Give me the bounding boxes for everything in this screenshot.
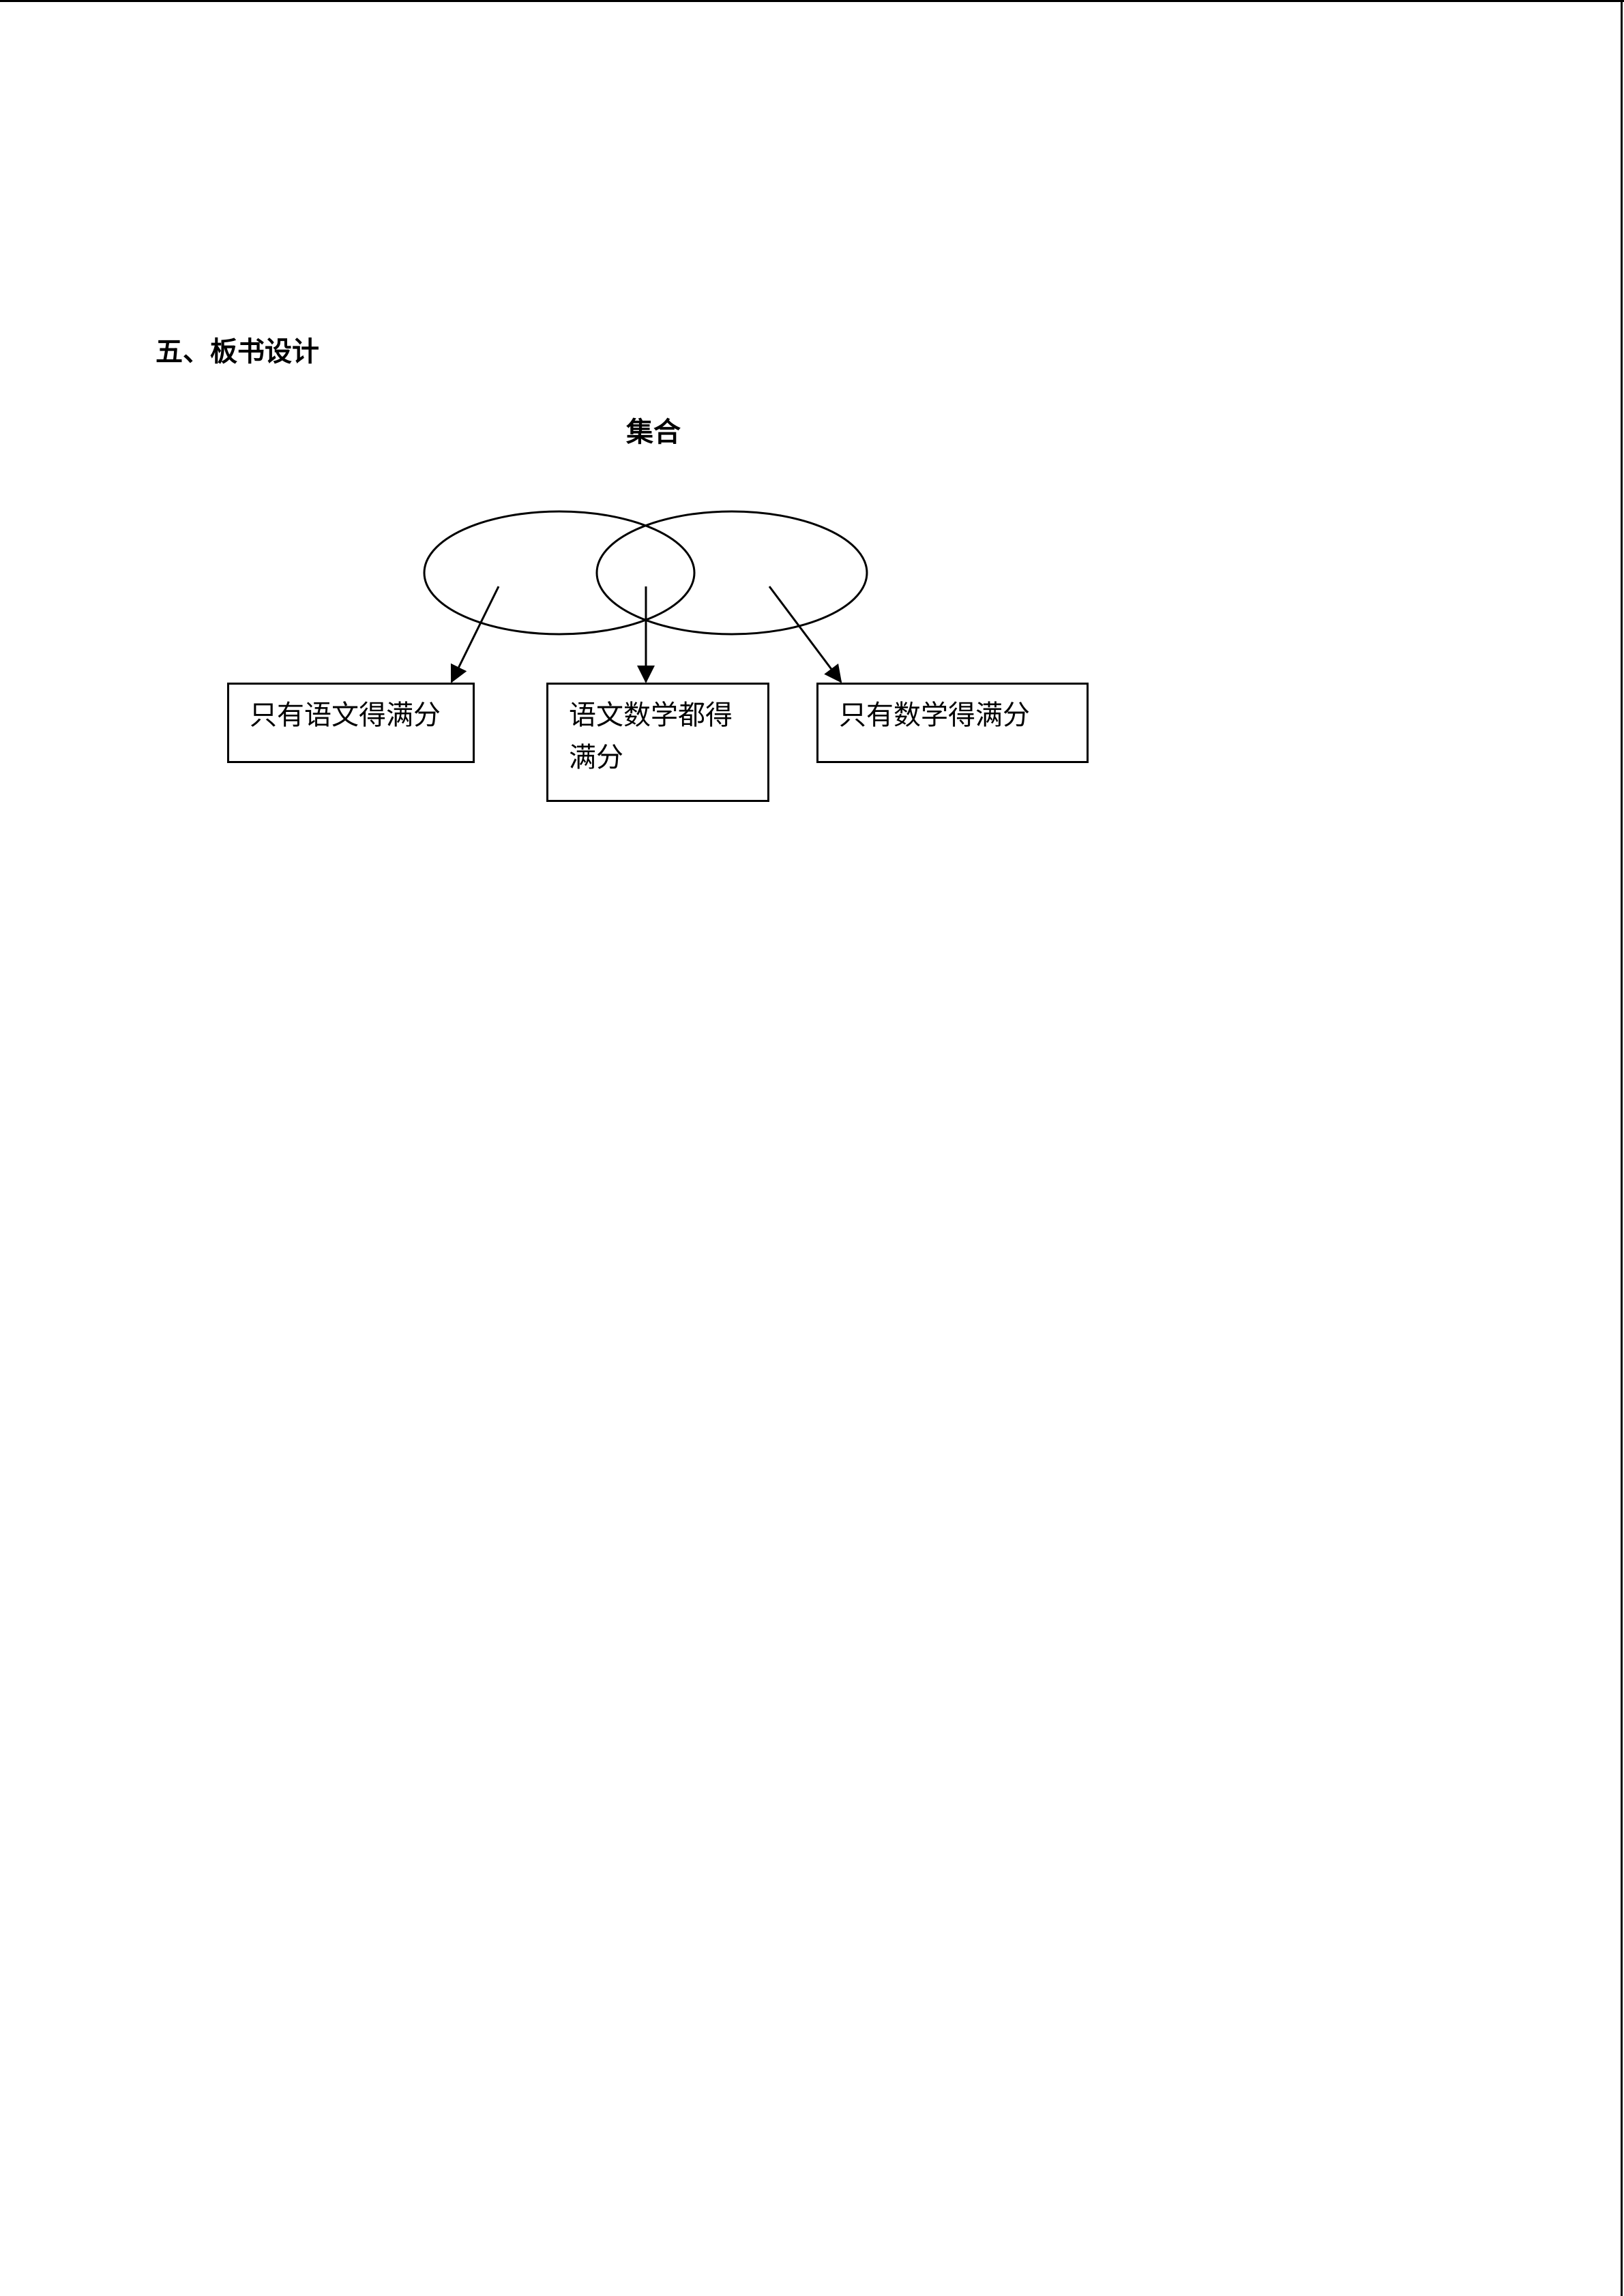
page-border-top: [0, 0, 1624, 2]
label-box-both: 语文数学都得满分: [546, 683, 769, 802]
diagram-title: 集合: [626, 417, 681, 448]
arrow-right: [768, 586, 842, 683]
section-heading: 五、板书设计: [156, 336, 319, 368]
set-ellipse-right: [595, 510, 868, 636]
venn-diagram: [423, 510, 868, 683]
page-border-right: [1621, 0, 1623, 2296]
label-box-only-math: 只有数学得满分: [816, 683, 1089, 763]
arrow-left: [450, 586, 500, 683]
set-ellipse-left: [423, 510, 696, 636]
label-box-only-chinese: 只有语文得满分: [227, 683, 475, 763]
